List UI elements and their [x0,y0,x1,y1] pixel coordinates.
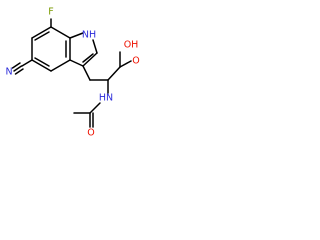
bond [50,26,71,39]
chemical-structure: F NH OH O N HN O [5,7,139,139]
bond [14,68,24,75]
carbonyl-o-acid-label: O [132,56,139,67]
fluorine-label: F [48,7,53,18]
carbonyl-o-amide-label: O [87,128,94,139]
bond [31,59,52,72]
bond [13,65,23,72]
bond [107,66,121,81]
bond [82,53,94,63]
hydroxyl-label: OH [124,40,139,51]
bond [34,31,50,41]
bond-layer [11,18,132,128]
bond [69,59,84,67]
bond [82,52,98,67]
bond [89,102,101,114]
bond [92,39,98,54]
bond [69,32,84,39]
bond [34,57,50,67]
bond [119,60,132,68]
bond [11,62,21,69]
bond [50,59,71,72]
atom-label-layer: F NH OH O N HN O [5,7,139,139]
bond [21,59,33,67]
amide-nh-label: HN [99,93,113,104]
nitrile-n-label: N [5,67,12,78]
bond [82,65,91,81]
bond [31,26,52,39]
indole-nh-label: NH [82,30,96,41]
